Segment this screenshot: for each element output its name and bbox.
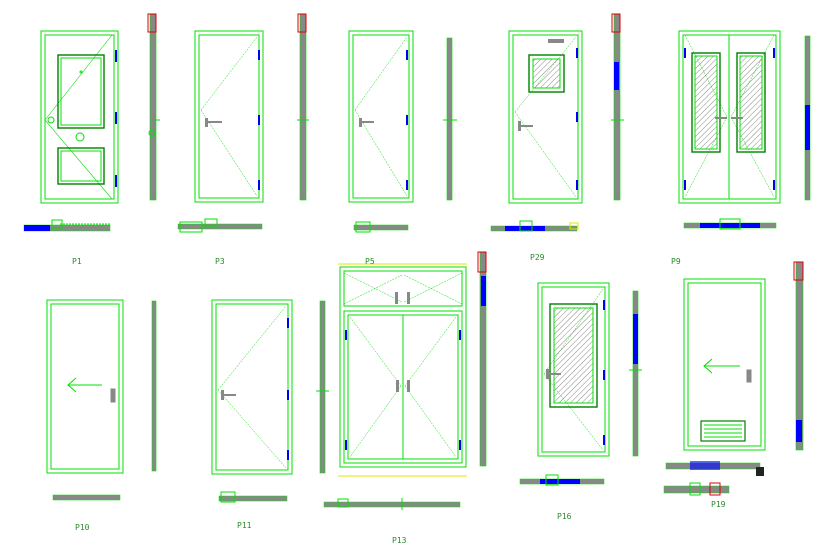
- door-p5-section: [443, 37, 457, 201]
- label-p29: P29: [530, 253, 545, 262]
- label-p10: P10: [75, 523, 90, 532]
- door-p19-elevation: [683, 278, 766, 451]
- door-p16-section: [629, 290, 642, 457]
- door-p11-elevation: [211, 299, 293, 475]
- label-p19: P19: [711, 500, 726, 509]
- door-p19-plan: [663, 461, 764, 496]
- door-p3-plan: [177, 218, 263, 233]
- door-p16-elevation: [537, 282, 610, 457]
- door-p1-elevation: [40, 30, 119, 204]
- door-p10-section: [151, 300, 157, 472]
- door-p3-elevation: [194, 30, 264, 203]
- label-p9: P9: [671, 257, 681, 266]
- door-p9-elevation: [678, 30, 781, 204]
- door-p13-elevation: [338, 263, 467, 477]
- door-p1-plan: [23, 219, 111, 232]
- door-p11-section: [316, 300, 329, 474]
- door-p29-section: [611, 13, 624, 201]
- door-p29-plan: [490, 220, 579, 232]
- door-p11-plan: [218, 491, 288, 503]
- label-p16: P16: [557, 512, 572, 521]
- label-p13: P13: [392, 536, 407, 545]
- door-labels: P1 P3 P5 P29 P9 P10 P11 P13 P16 P19: [72, 253, 726, 545]
- door-p5-elevation: [348, 30, 414, 203]
- label-p3: P3: [215, 257, 225, 266]
- door-p29-elevation: [508, 30, 583, 204]
- door-p10-elevation: [46, 299, 124, 474]
- label-p11: P11: [237, 521, 252, 530]
- door-p13-plan: [323, 498, 461, 510]
- door-p3-section: [297, 13, 309, 201]
- door-p9-plan: [683, 218, 777, 230]
- door-p19-section: [793, 261, 804, 451]
- label-p1: P1: [72, 257, 82, 266]
- door-p5-plan: [353, 221, 409, 233]
- label-p5: P5: [365, 257, 375, 266]
- door-p10-plan: [52, 494, 121, 501]
- door-p1-section: [147, 13, 160, 201]
- door-p13-section: [477, 251, 487, 467]
- door-p9-section: [804, 35, 811, 201]
- door-p16-plan: [519, 474, 605, 486]
